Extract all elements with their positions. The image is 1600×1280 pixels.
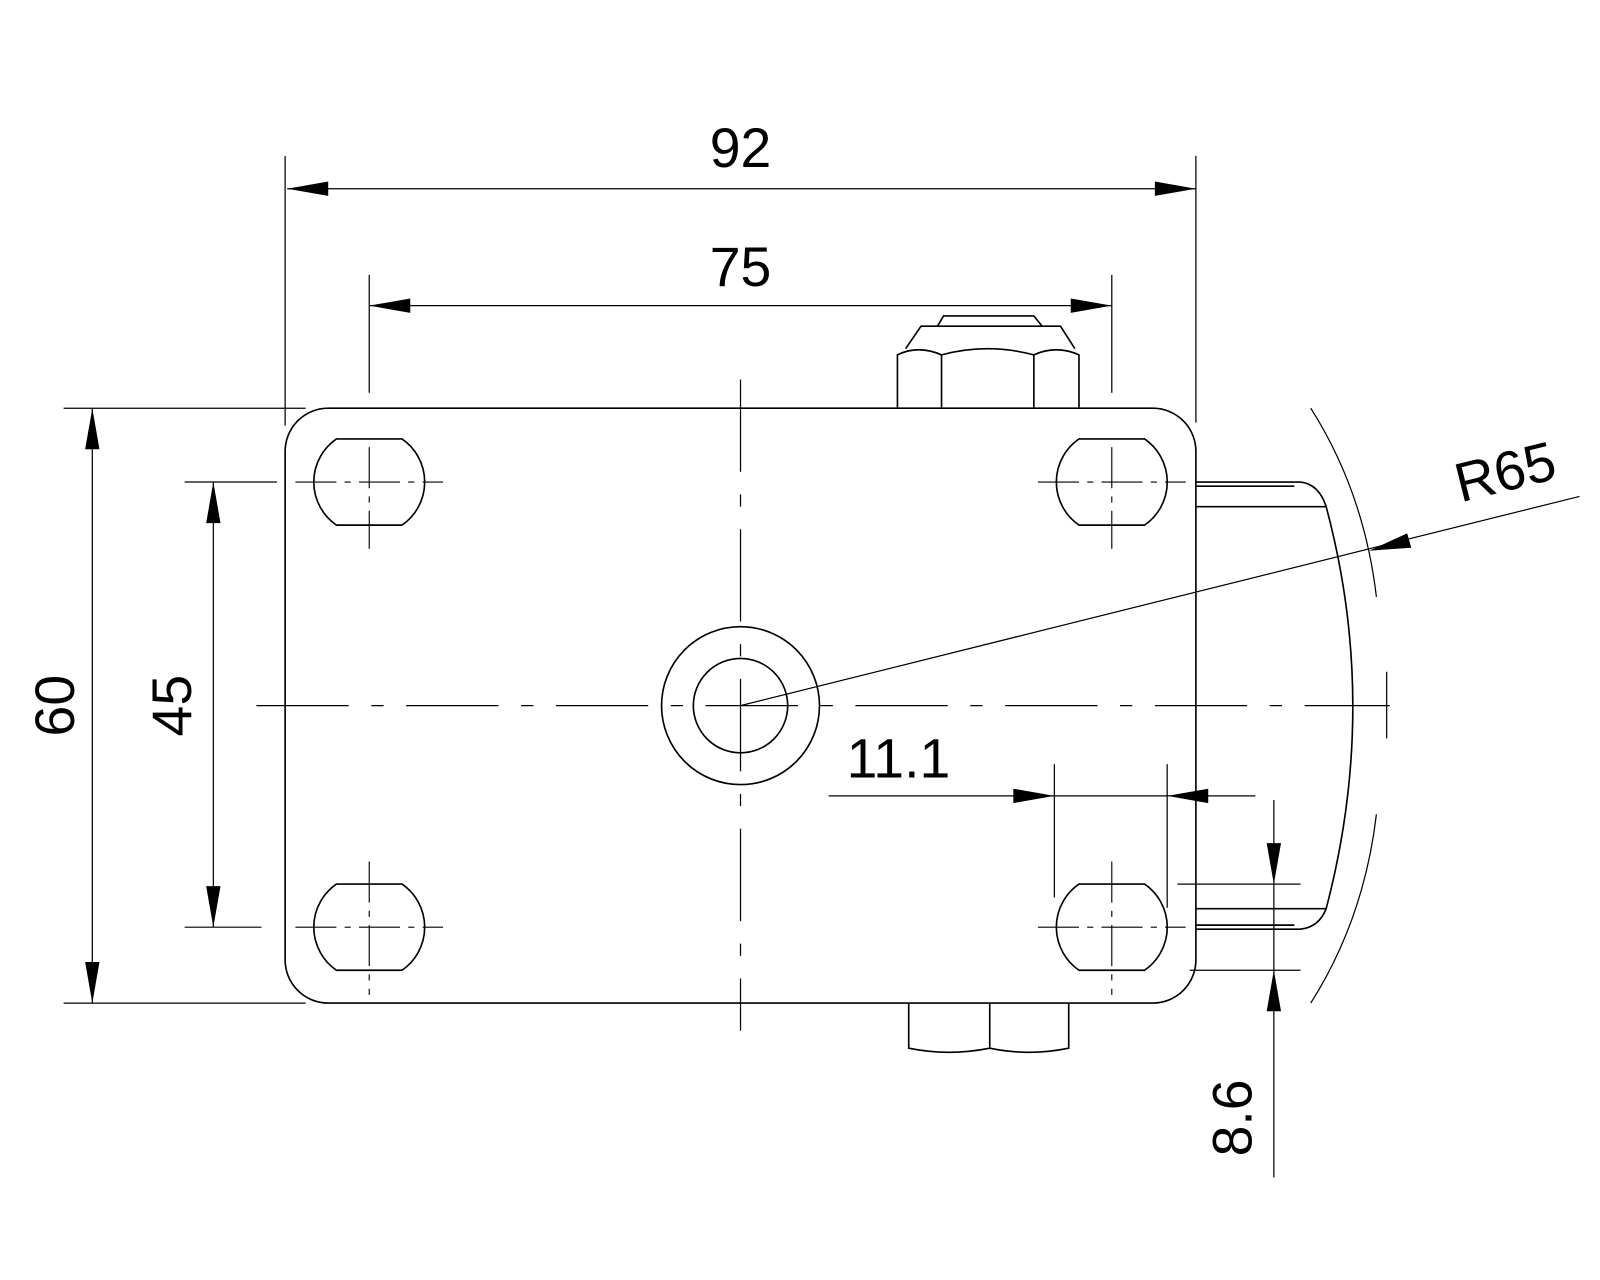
center-boss-outer xyxy=(660,625,821,786)
arrowhead xyxy=(206,482,221,524)
mounting-hole-bottom-left xyxy=(313,883,426,972)
arrowhead xyxy=(1369,533,1412,551)
mounting-holes xyxy=(295,438,1186,995)
dimension-label-92: 92 xyxy=(710,117,772,179)
dimension-label-60: 60 xyxy=(24,675,86,737)
mounting-hole-top-right xyxy=(1055,438,1168,526)
arrowhead xyxy=(1167,788,1209,804)
dimension-75: 75 xyxy=(368,236,1113,393)
dimension-r65: R65 xyxy=(740,429,1580,707)
dimension-11-1: 11.1 xyxy=(828,727,1256,908)
arrowhead xyxy=(1154,181,1196,196)
side-bracket xyxy=(1195,481,1354,931)
arrowhead xyxy=(1266,843,1282,885)
arrowhead xyxy=(206,886,221,928)
dimension-label-11-1: 11.1 xyxy=(847,727,951,789)
dimension-label-r65: R65 xyxy=(1448,429,1562,514)
mounting-hole-bottom-right xyxy=(1055,883,1168,972)
arrowhead xyxy=(1070,298,1112,313)
dimension-label-75: 75 xyxy=(710,236,772,298)
arrowhead xyxy=(287,181,329,196)
dimension-8-6: 8.6 xyxy=(1177,799,1301,1178)
dimension-60: 60 xyxy=(24,407,306,1004)
dimension-92: 92 xyxy=(284,117,1197,426)
dimension-label-8-6: 8.6 xyxy=(1201,1079,1263,1156)
arrowhead xyxy=(85,962,100,1004)
arrowhead xyxy=(85,408,100,450)
dimension-45: 45 xyxy=(141,481,277,928)
bottom-hex-nut xyxy=(907,1003,1070,1054)
dimension-label-45: 45 xyxy=(141,675,203,737)
arrowhead xyxy=(1266,970,1282,1012)
arrowhead xyxy=(369,298,411,313)
top-hex-nut xyxy=(896,315,1080,409)
arrowhead xyxy=(1013,788,1055,804)
r65-arc-top xyxy=(1310,407,1378,597)
mounting-hole-top-left xyxy=(313,438,426,526)
r65-arc-bottom xyxy=(1310,814,1378,1004)
